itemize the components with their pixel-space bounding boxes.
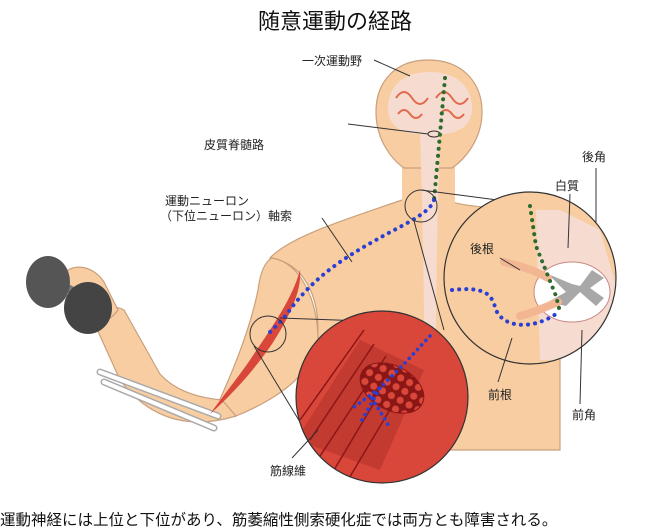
caption: 運動神経には上位と下位があり、筋萎縮性側索硬化症では両方とも障害される。: [0, 511, 558, 529]
label-posterior-horn: 後角: [582, 150, 607, 164]
diagram-title: 随意運動の経路: [257, 10, 412, 35]
upper-motor-neuron-path: [432, 76, 447, 202]
brain: [388, 72, 472, 134]
muscle-fiber-zoom: [295, 310, 469, 484]
label-motor-neuron-line2: （下位ニューロン）軸索: [160, 209, 293, 223]
label-corticospinal-tract: 皮質脊髄路: [204, 138, 265, 152]
label-muscle-fiber: 筋線維: [270, 464, 307, 478]
spinal-cord: [420, 130, 440, 330]
muscle-fiber-bundle-end: [359, 362, 425, 414]
lower-neuron-in-cord: [450, 287, 558, 327]
anterior-root: [516, 298, 562, 320]
nerve-in-muscle: [348, 334, 432, 430]
label-posterior-root: 後根: [470, 242, 495, 256]
upper-neuron-in-cord: [528, 204, 562, 314]
gray-matter-horns: [548, 270, 604, 306]
label-primary-motor-cortex: 一次運動野: [302, 54, 363, 68]
label-white-matter: 白質: [555, 179, 580, 193]
muscle-zoom-ring: [249, 315, 287, 353]
label-anterior-horn: 前角: [572, 408, 597, 422]
brain-gyri-left: [395, 91, 429, 119]
lower-motor-neuron-path: [264, 198, 436, 338]
label-anterior-root: 前根: [488, 388, 513, 402]
brain-gyri-right: [435, 91, 469, 119]
spinal-cross-section: [443, 191, 617, 365]
label-motor-neuron-line1: 運動ニューロン: [165, 194, 250, 208]
dumbbell: [26, 256, 112, 334]
leader-lines: [291, 59, 597, 459]
